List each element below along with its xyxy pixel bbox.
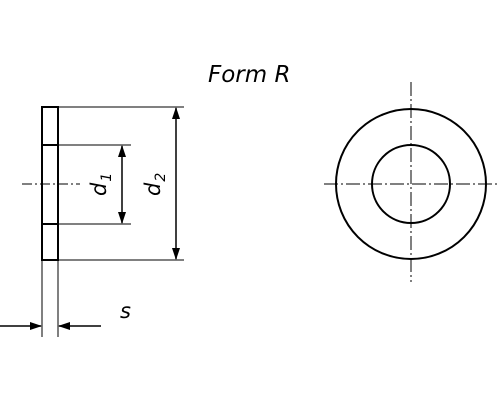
d2-label: d2	[141, 173, 169, 196]
d1-dimension: d1	[58, 144, 131, 225]
drawing-title: Form R	[208, 62, 290, 88]
s-dimension: s	[0, 260, 131, 337]
d1-label: d1	[87, 173, 115, 196]
washer-front-view	[324, 82, 498, 282]
d2-dimension: d2	[58, 106, 184, 261]
washer-side-view	[22, 106, 80, 261]
s-label: s	[120, 299, 131, 323]
